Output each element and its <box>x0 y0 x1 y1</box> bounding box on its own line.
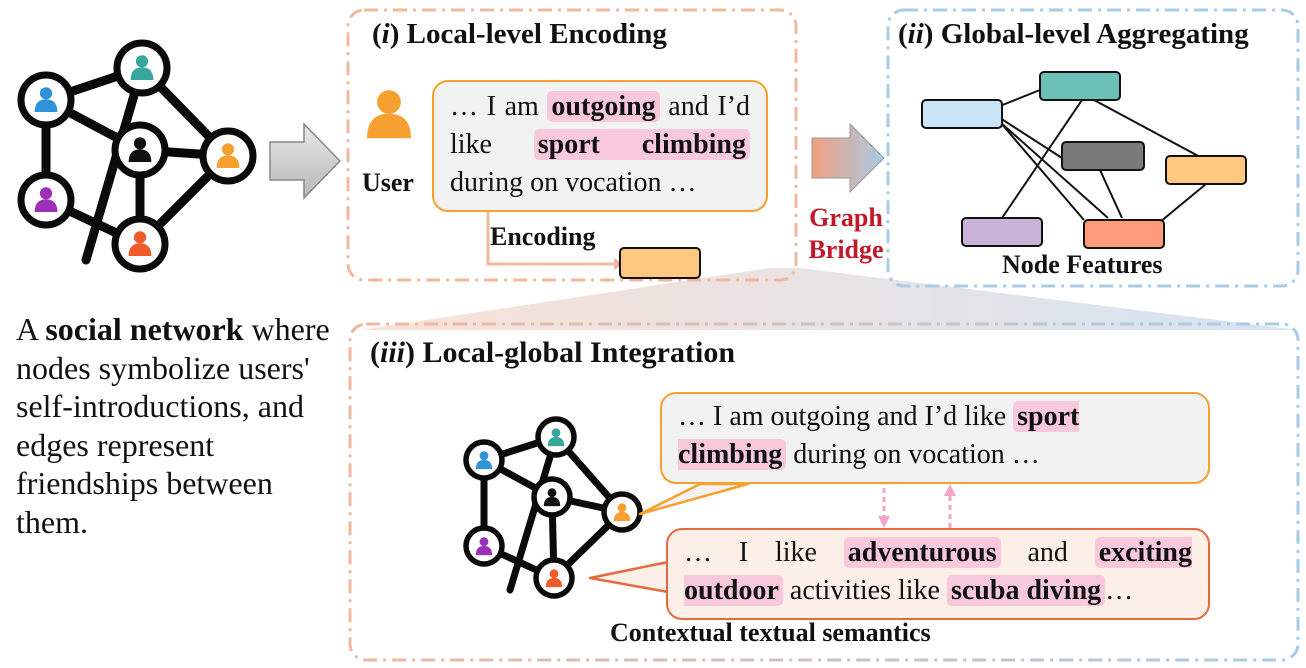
context-text-part-3: and <box>1000 537 1095 568</box>
description-bold-term: social network <box>45 311 244 347</box>
highlight-sport-climbing: sport climbing <box>533 129 750 160</box>
network-description: A social network where nodes symbolize u… <box>16 310 336 541</box>
context-highlight-adventurous: adventurous <box>843 537 1001 568</box>
intro-text-part-1: … I am outgoing and I’d like <box>678 401 1014 432</box>
text-part-1: … I am <box>450 91 548 122</box>
contextual-semantics-caption: Contextual textual semantics <box>610 618 931 647</box>
panel-ii-frame <box>886 8 1300 288</box>
bubble1-tail <box>638 482 750 516</box>
context-text-part-5: activities like <box>782 575 947 606</box>
user-icon <box>367 90 411 139</box>
semantic-link-arrows <box>878 484 956 528</box>
panel-ii-title: (ii) Global-level Aggregating <box>898 18 1249 50</box>
panel-iii-title-text: Local-global Integration <box>422 336 736 369</box>
graph-bridge-arrow <box>811 122 885 194</box>
node-feature-purple <box>961 217 1043 247</box>
graph-bridge-line2: Bridge <box>808 235 884 264</box>
panel-ii-title-text: Global-level Aggregating <box>940 18 1249 50</box>
context-text-part-1: … I like <box>684 537 844 568</box>
panel-i-numeral: i <box>381 18 390 50</box>
intro-text-part-3: during on vocation … <box>786 439 1040 470</box>
encoding-label: Encoding <box>490 222 596 251</box>
self-intro-bubble: … I am outgoing and I’d like sport climb… <box>660 392 1210 484</box>
arrow-to-local <box>269 122 342 200</box>
highlight-outgoing: outgoing <box>547 91 660 122</box>
node-feature-orange <box>1165 155 1247 185</box>
panel-iii-frame <box>348 322 1300 662</box>
node-feature-blue <box>921 99 1003 129</box>
integration-funnel <box>360 268 1298 330</box>
encoded-feature-box <box>619 247 701 279</box>
text-part-5: during on vocation … <box>450 167 697 198</box>
panel-iii-title: (iii) Local-global Integration <box>370 336 736 369</box>
panel-iii-numeral: iii <box>380 336 406 369</box>
node-feature-teal <box>1039 71 1121 101</box>
context-highlight-scuba-diving: scuba diving <box>946 575 1106 606</box>
neighbor-context-bubble: … I like adventurous and exciting outdoo… <box>666 528 1210 620</box>
user-label: User <box>362 168 414 197</box>
description-prefix: A <box>16 311 46 347</box>
graph-bridge-line1: Graph <box>809 203 883 232</box>
feature-graph-edges <box>999 89 1207 223</box>
node-feature-gray <box>1061 141 1145 171</box>
graph-bridge-label: Graph Bridge <box>798 202 894 266</box>
user-text-bubble: … I am outgoing and I’d like sport climb… <box>432 80 768 212</box>
panel-ii-numeral: ii <box>907 18 924 50</box>
panel-i-title: (i) Local-level Encoding <box>372 18 667 50</box>
panel-i-title-text: Local-level Encoding <box>406 18 667 50</box>
context-text-part-7: … <box>1105 575 1134 606</box>
panel-i-frame <box>346 8 798 282</box>
bubble2-tail <box>588 560 670 594</box>
node-feature-red <box>1083 219 1165 249</box>
node-features-label: Node Features <box>1002 250 1163 279</box>
description-rest: where nodes symbolize users' self-introd… <box>16 311 330 540</box>
encoding-connector <box>486 212 614 266</box>
text-part-3: and I’d like <box>450 91 751 160</box>
